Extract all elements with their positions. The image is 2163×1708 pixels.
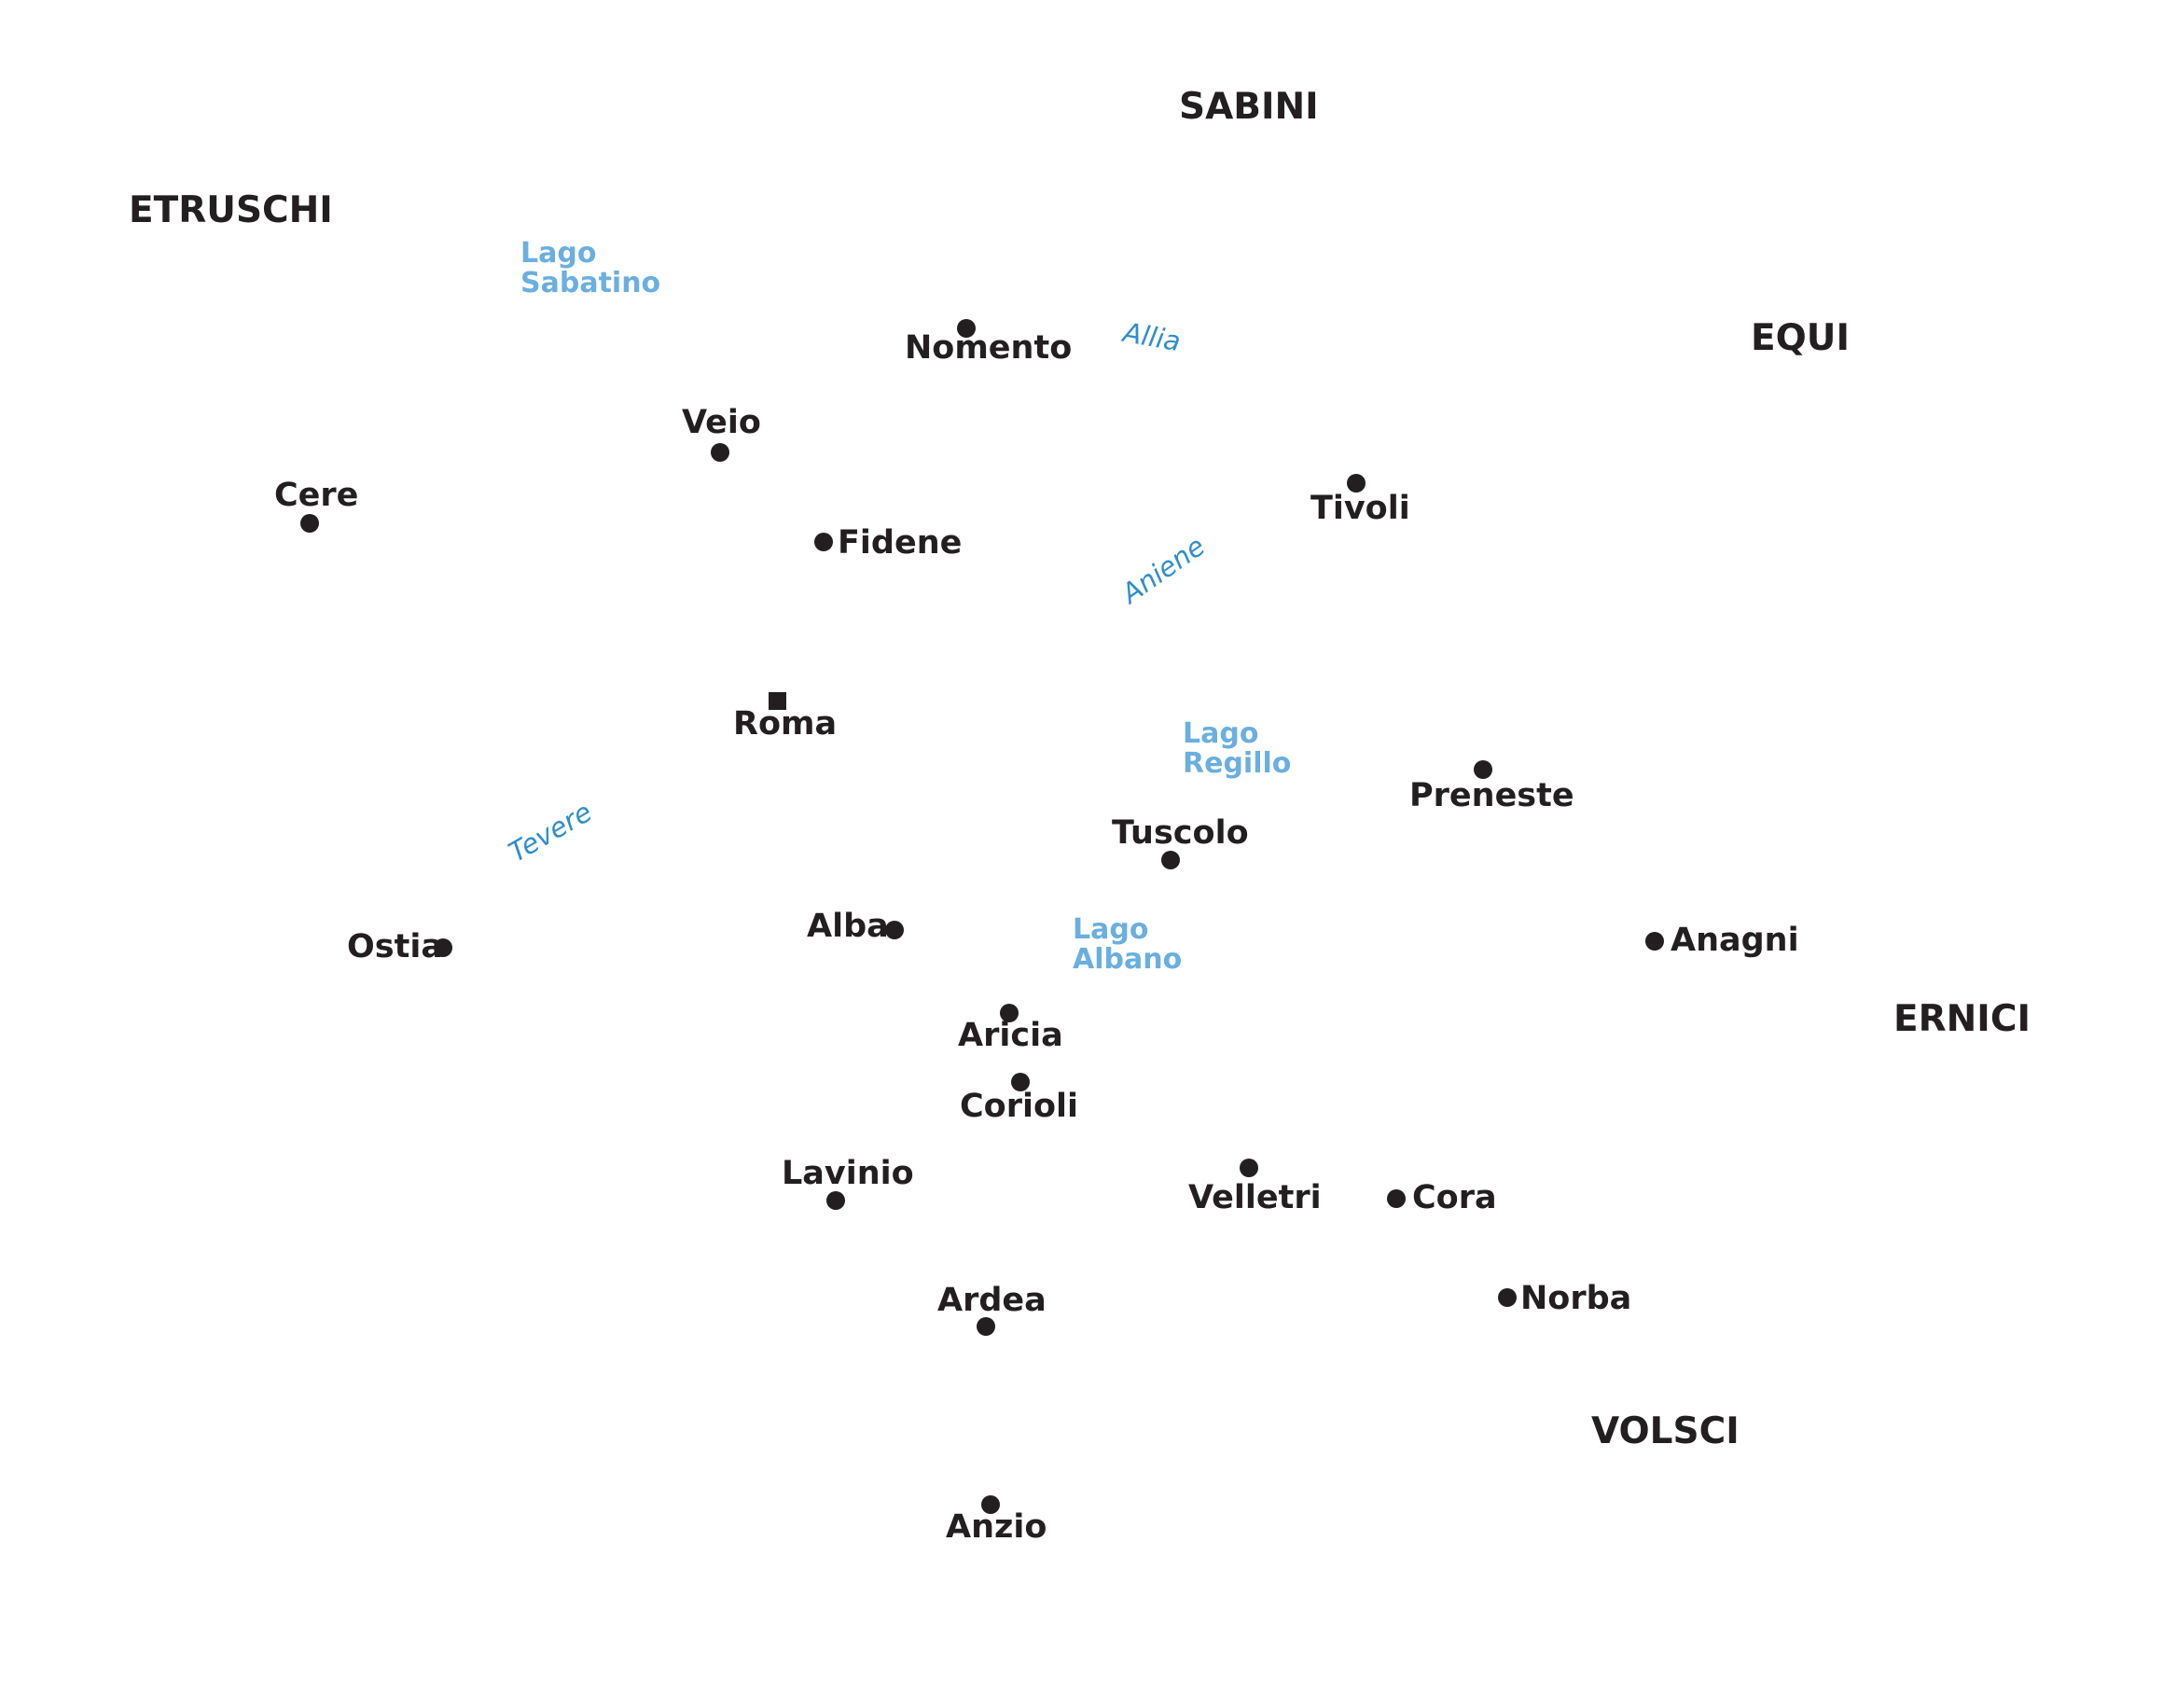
city-label-ostia: Ostia	[347, 928, 443, 965]
river-label-tevere: Tevere	[503, 796, 598, 868]
circle-marker	[1240, 1159, 1258, 1177]
lake-label-line: Lago	[520, 237, 597, 270]
circle-marker	[1387, 1189, 1406, 1208]
people-label-etruschi: ETRUSCHI	[129, 189, 333, 231]
city-label-veio: Veio	[682, 404, 761, 441]
circle-marker	[977, 1317, 995, 1336]
city-label-fidene: Fidene	[838, 524, 963, 562]
circle-marker	[1011, 1073, 1030, 1091]
circle-marker	[1347, 474, 1366, 493]
circle-marker	[957, 319, 976, 338]
square-marker	[769, 692, 786, 710]
river-label-aniene: Aniene	[1116, 529, 1211, 610]
circle-marker	[1645, 932, 1664, 951]
lake-label-line: Sabatino	[520, 267, 661, 299]
lake-label-line: Regillo	[1183, 747, 1292, 780]
city-label-tivoli: Tivoli	[1310, 490, 1410, 527]
city-label-alba: Alba	[807, 908, 889, 945]
city-label-tuscolo: Tuscolo	[1112, 814, 1249, 852]
city-label-nomento: Nomento	[905, 329, 1073, 367]
circle-marker	[814, 533, 833, 551]
city-label-anagni: Anagni	[1671, 922, 1799, 959]
people-label-volsci: VOLSCI	[1591, 1410, 1740, 1452]
city-label-cora: Cora	[1412, 1179, 1497, 1216]
city-label-roma: Roma	[733, 705, 838, 743]
circle-marker	[1498, 1288, 1517, 1307]
city-label-velletri: Velletri	[1188, 1179, 1322, 1216]
circle-marker	[711, 443, 729, 462]
city-label-lavinio: Lavinio	[782, 1155, 914, 1192]
people-label-sabini: SABINI	[1179, 86, 1319, 128]
circle-marker	[434, 938, 452, 957]
circle-marker	[300, 514, 319, 533]
city-label-ardea: Ardea	[937, 1282, 1047, 1319]
city-label-norba: Norba	[1520, 1280, 1632, 1317]
circle-marker	[826, 1191, 845, 1210]
city-label-cere: Cere	[274, 477, 359, 514]
city-label-aricia: Aricia	[958, 1017, 1063, 1054]
circle-marker	[1161, 851, 1180, 869]
city-label-preneste: Preneste	[1409, 777, 1574, 814]
city-label-corioli: Corioli	[960, 1088, 1079, 1125]
circle-marker	[981, 1495, 1000, 1514]
city-label-anzio: Anzio	[946, 1508, 1047, 1546]
lake-label-line: Lago	[1073, 913, 1149, 946]
lake-label-albano: Lago Albano	[1073, 915, 1182, 975]
circle-marker	[1474, 760, 1492, 779]
lake-label-sabatino: Lago Sabatino	[520, 239, 660, 299]
people-label-equi: EQUI	[1751, 317, 1850, 359]
lake-label-line: Lago	[1183, 717, 1259, 750]
lake-label-line: Albano	[1073, 943, 1183, 976]
people-label-ernici: ERNICI	[1893, 998, 2031, 1040]
river-label-allia: Allia	[1120, 316, 1184, 358]
circle-marker	[1000, 1004, 1019, 1022]
circle-marker	[885, 921, 904, 939]
lake-label-regillo: Lago Regillo	[1183, 719, 1291, 779]
